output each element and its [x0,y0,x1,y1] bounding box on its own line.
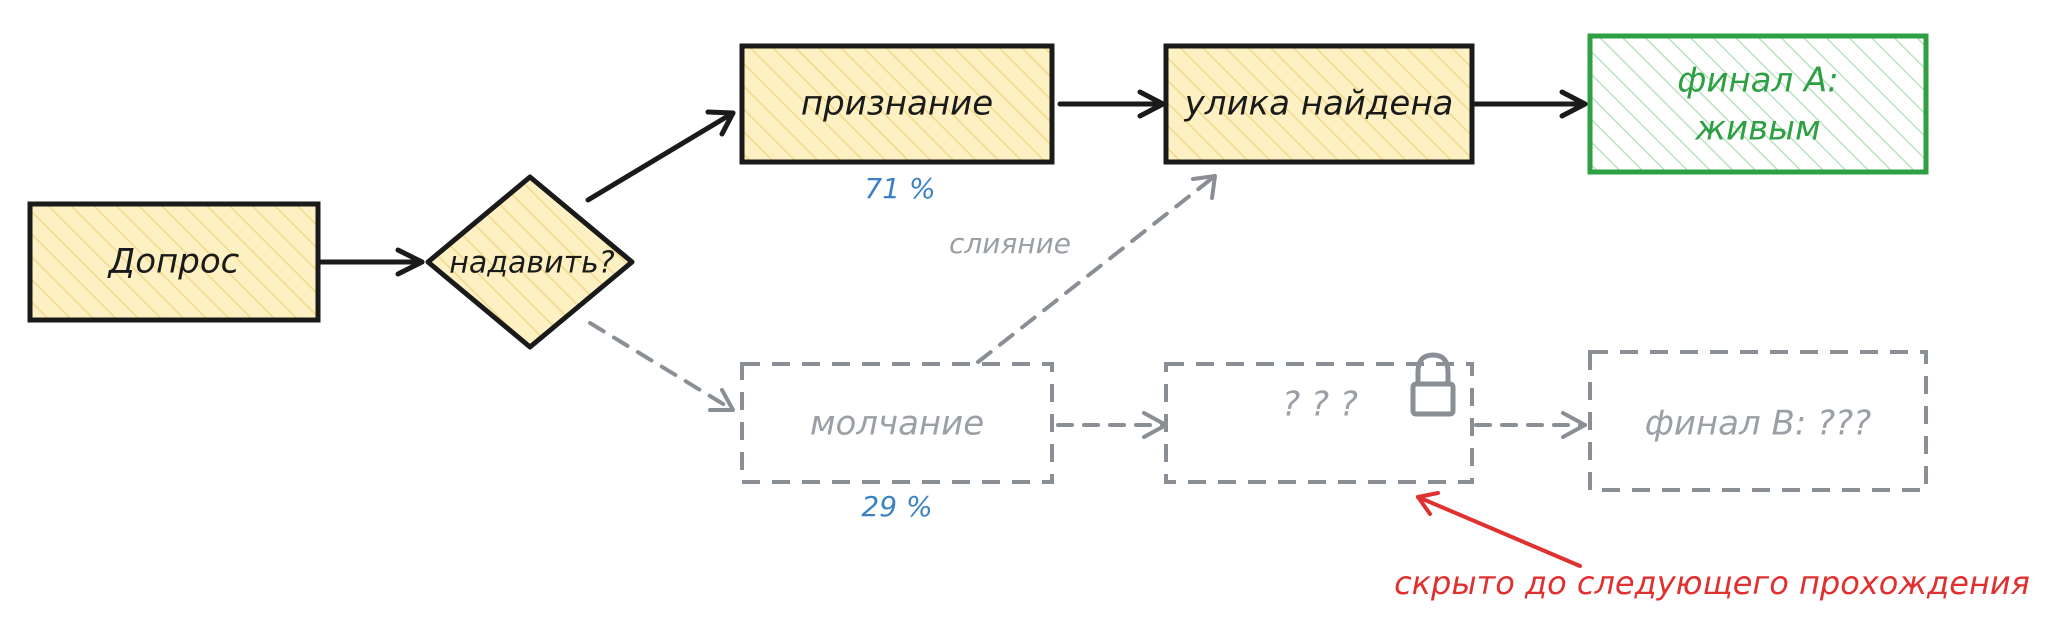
node-final-a-label-line2: живым [1694,109,1820,149]
node-molchanie-box [740,362,1054,484]
node-dopros[interactable]: Допрос [27,201,321,323]
node-ulika-label: улика найдена [1184,84,1454,124]
edge-nadavit-molchanie [588,321,735,412]
edge-molchanie-ulika-arrowhead [1191,174,1217,200]
merge-edge-label: слияние [949,227,1071,260]
edge-nadavit-priznanie-arrowhead [705,109,736,137]
node-priznanie[interactable]: признание [739,43,1055,165]
edge-molchanie-ulika-merge [976,174,1217,364]
node-hidden[interactable]: ? ? ? [1164,352,1474,484]
node-final-a-label-line1: финал А: [1677,61,1838,101]
node-ulika-box [1163,43,1475,165]
edge-dopros-nadavit-arrowhead [395,247,425,277]
node-final-b[interactable]: финал В: ??? [1588,350,1928,492]
molchanie-percent-label: 29 % [861,490,932,523]
node-nadavit-label: надавить? [449,246,614,281]
annotation-arrow-line [1416,495,1582,568]
annotation-arrow [1416,491,1582,568]
edge-nadavit-priznanie [585,110,736,203]
node-final-a-box [1587,33,1929,175]
node-molchanie-label: молчание [810,404,984,444]
node-final-b-box [1588,350,1928,492]
priznanie-percent-label: 71 % [864,172,935,205]
node-priznanie-label: признание [801,84,993,124]
edges-solid [315,89,1588,277]
edge-ulika-final-a-arrowhead [1559,89,1588,119]
node-final-b-label: финал В: ??? [1645,404,1872,444]
annotation-hidden-note: скрыто до следующего прохождения [1394,564,2030,602]
lock-icon [1410,352,1456,417]
edge-nadavit-molchanie-arrowhead [708,388,735,412]
node-nadavit-decision[interactable]: надавить? [425,174,635,350]
edge-hidden-final-b-arrowhead [1561,411,1587,439]
node-dopros-label: Допрос [107,242,240,282]
node-ulika[interactable]: улика найдена [1163,43,1475,165]
node-nadavit-diamond [425,174,635,350]
annotation-arrowhead [1416,491,1440,516]
node-molchanie[interactable]: молчание [740,362,1054,484]
node-final-a[interactable]: финал А: живым [1587,33,1929,175]
node-dopros-box [27,201,321,323]
node-priznanie-box [739,43,1055,165]
edge-priznanie-ulika-arrowhead [1137,89,1166,119]
node-hidden-label: ? ? ? [1282,385,1358,425]
